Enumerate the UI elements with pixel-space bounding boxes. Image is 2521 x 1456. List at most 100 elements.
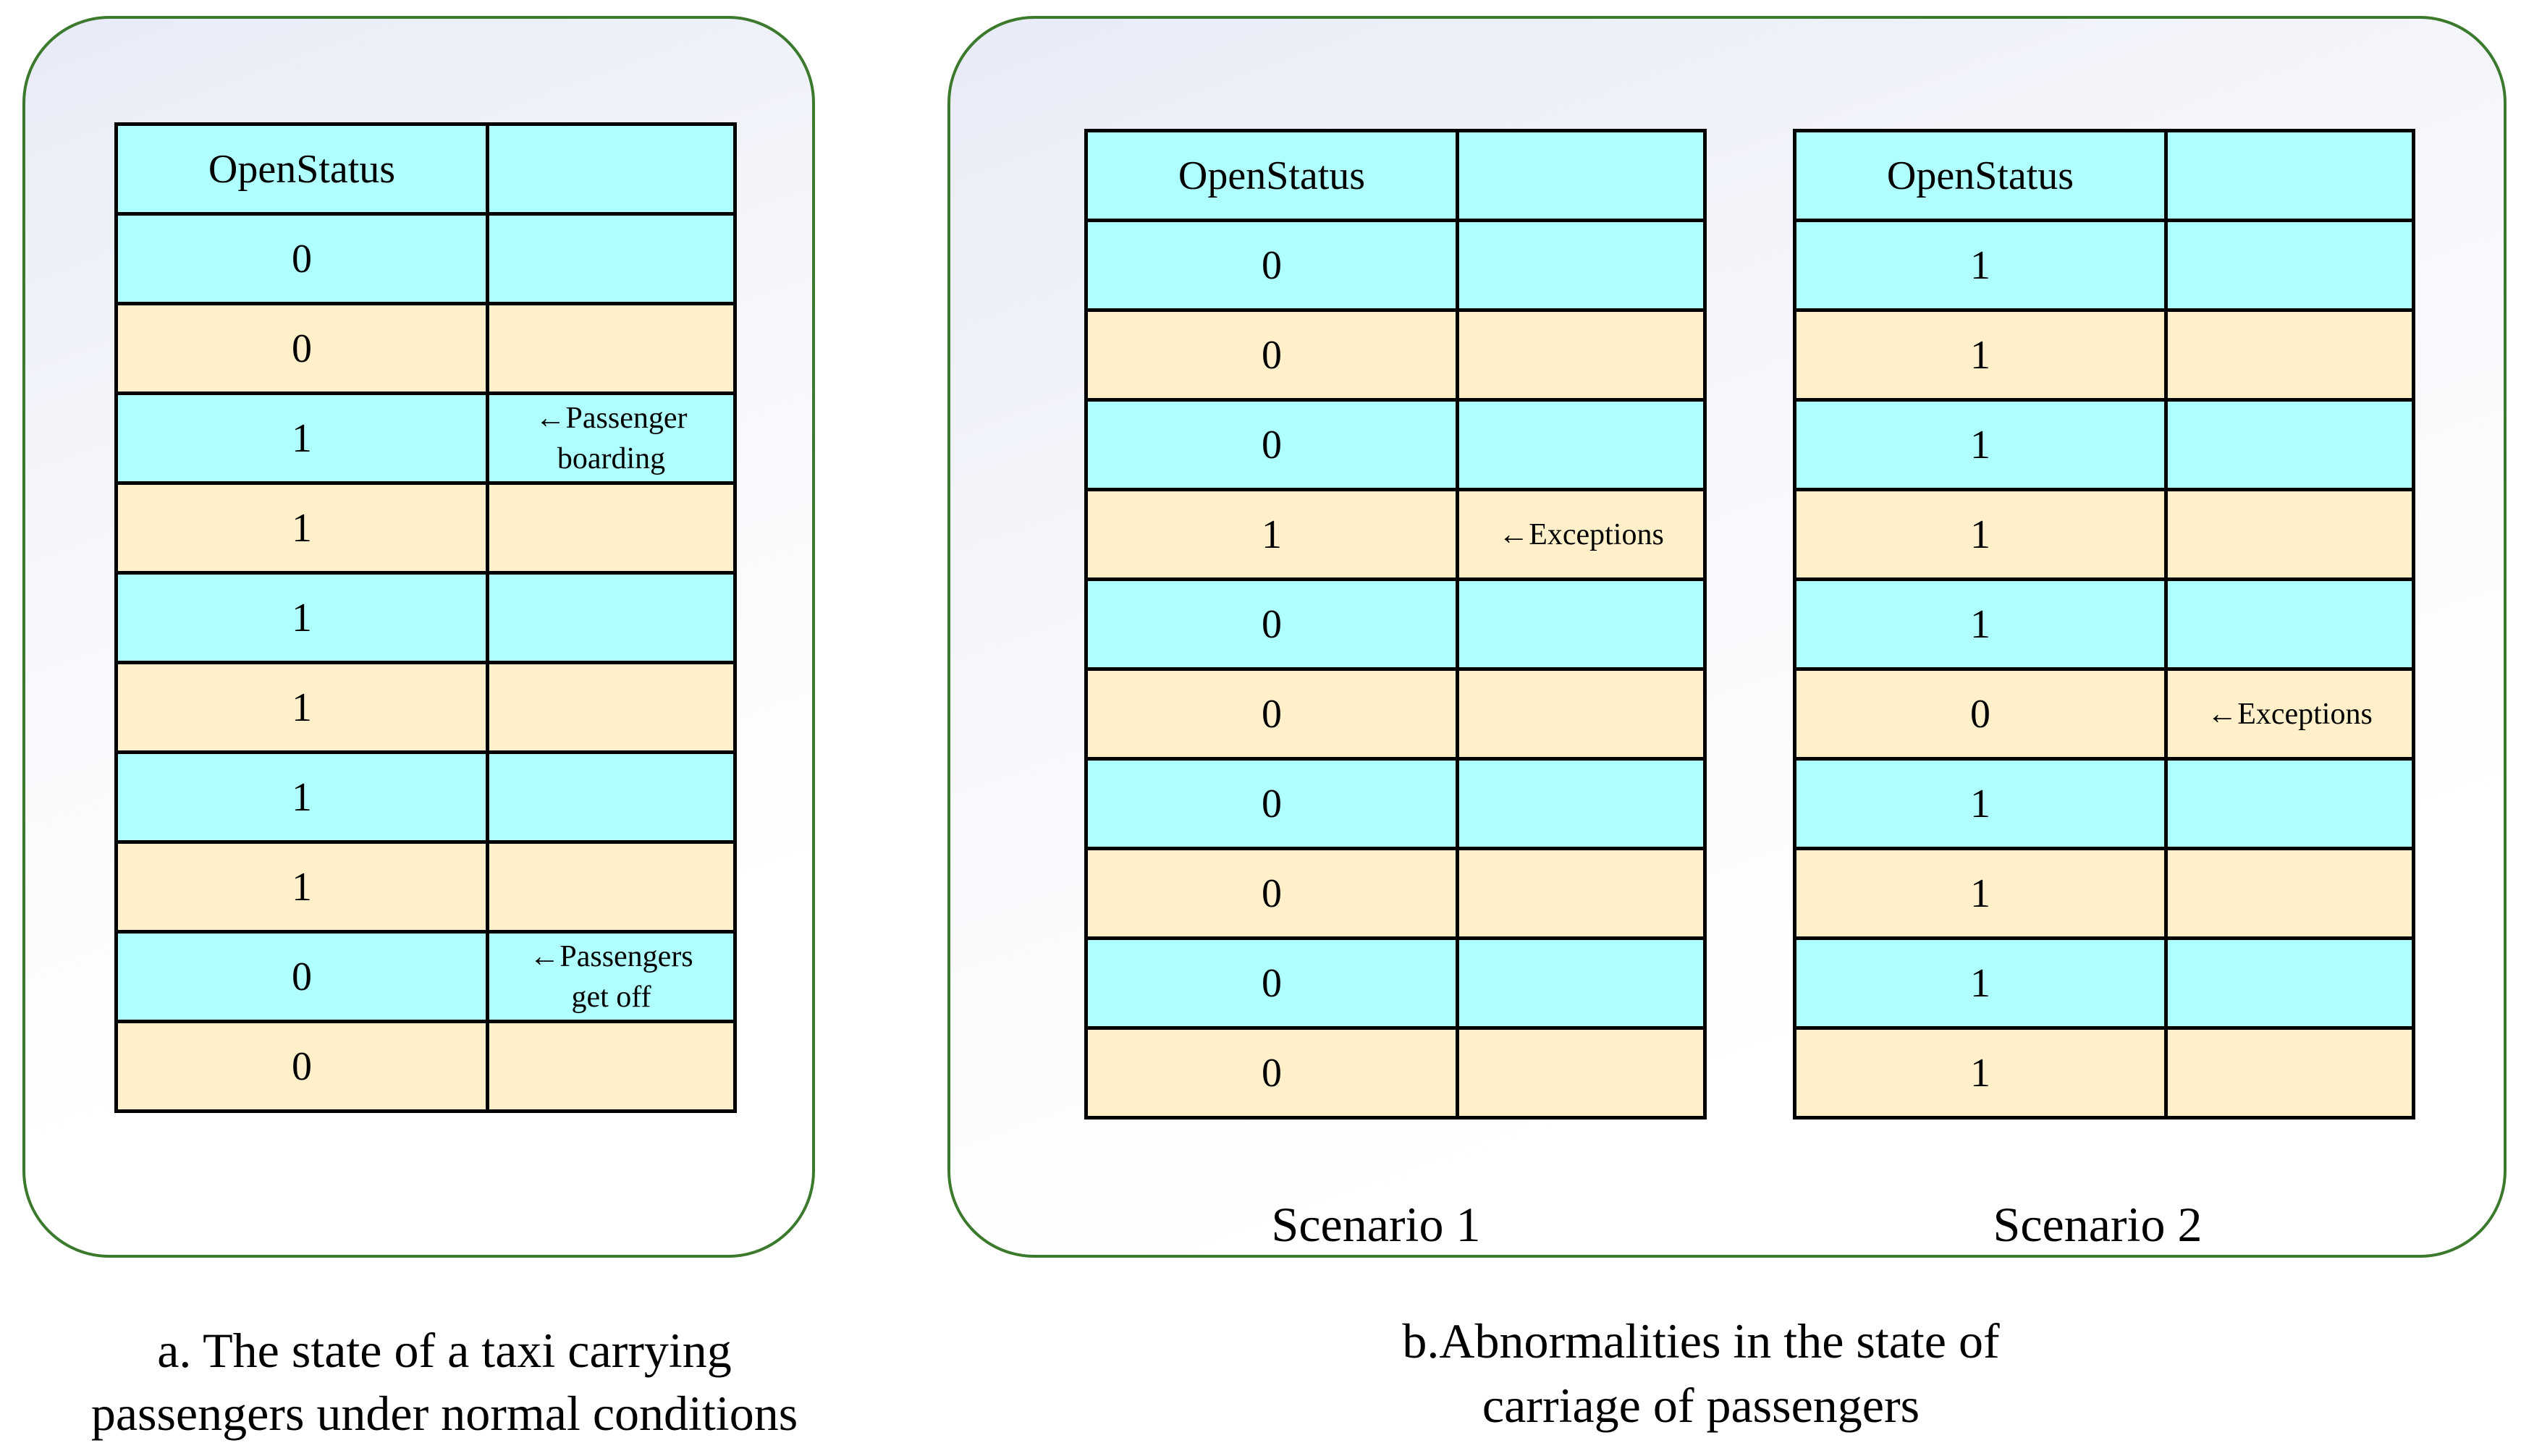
header-empty <box>1456 129 1707 222</box>
status-note <box>2164 219 2415 312</box>
note-line: ←Exceptions <box>1498 517 1664 551</box>
table-row: 1 ←Exceptions <box>1084 488 1707 581</box>
note-line: ←Passengers <box>529 939 693 973</box>
note-line: ←Passenger <box>535 401 688 435</box>
status-note <box>2164 488 2415 581</box>
table-row: 0 ←Exceptions <box>1793 667 2415 761</box>
table-row: 1 <box>114 840 737 934</box>
status-note <box>486 571 737 664</box>
status-note: ←Exceptions <box>2164 667 2415 761</box>
status-value: 1 <box>1793 757 2168 850</box>
status-value: 1 <box>1793 398 2168 491</box>
status-note <box>1456 757 1707 850</box>
status-note <box>2164 308 2415 402</box>
table-row: 0 <box>114 212 737 305</box>
scenario-1-label: Scenario 1 <box>1271 1197 1481 1252</box>
caption-a-line1: a. The state of a taxi carrying <box>157 1323 732 1378</box>
status-value: 0 <box>1084 1026 1459 1119</box>
status-value: 1 <box>114 661 489 754</box>
table-row: 1 <box>1793 577 2415 671</box>
scenario-2-label: Scenario 2 <box>1993 1197 2203 1252</box>
table-row: 1 <box>1793 398 2415 491</box>
table-row: 0 <box>1084 757 1707 850</box>
status-note <box>1456 398 1707 491</box>
status-note <box>2164 847 2415 940</box>
status-value: 1 <box>1793 219 2168 312</box>
status-note <box>486 212 737 305</box>
table-row: 0 <box>1084 308 1707 402</box>
status-note: ←Passenger boarding <box>486 391 737 485</box>
table-row: 0 <box>1084 667 1707 761</box>
status-note <box>1456 667 1707 761</box>
status-note <box>2164 577 2415 671</box>
table-row: 0 ←Passengers get off <box>114 930 737 1023</box>
table-row: 1 <box>1793 219 2415 312</box>
status-note: ←Exceptions <box>1456 488 1707 581</box>
table-row: 1 <box>1793 1026 2415 1119</box>
status-note <box>486 302 737 395</box>
status-value: 0 <box>1084 219 1459 312</box>
note-line: ←Exceptions <box>2207 697 2373 731</box>
status-value: 0 <box>1084 577 1459 671</box>
table-row: 1 <box>1793 847 2415 940</box>
table-row: 1 <box>1793 936 2415 1030</box>
note-line: get off <box>571 980 651 1014</box>
header-row: OpenStatus <box>1084 129 1707 222</box>
status-note <box>1456 577 1707 671</box>
status-value: 0 <box>114 1020 489 1113</box>
header-empty <box>486 122 737 216</box>
status-value: 1 <box>114 840 489 934</box>
header-row: OpenStatus <box>1793 129 2415 222</box>
status-note <box>1456 219 1707 312</box>
status-note <box>486 661 737 754</box>
status-note <box>486 750 737 844</box>
header-openstatus: OpenStatus <box>114 122 489 216</box>
status-value: 1 <box>1793 577 2168 671</box>
status-value: 0 <box>114 302 489 395</box>
status-value: 0 <box>1084 398 1459 491</box>
status-note <box>486 1020 737 1113</box>
table-row: 1 <box>114 571 737 664</box>
caption-a-line2: passengers under normal conditions <box>90 1386 798 1441</box>
table-row: 1 <box>1793 757 2415 850</box>
status-value: 1 <box>1793 1026 2168 1119</box>
note-line: boarding <box>557 441 666 475</box>
caption-b-line2: carriage of passengers <box>1482 1378 1920 1433</box>
status-value: 0 <box>1084 847 1459 940</box>
status-value: 1 <box>1793 847 2168 940</box>
status-value: 1 <box>1793 308 2168 402</box>
status-note <box>1456 847 1707 940</box>
status-note <box>2164 398 2415 491</box>
status-value: 1 <box>1084 488 1459 581</box>
status-value: 0 <box>1793 667 2168 761</box>
table-row: 0 <box>1084 936 1707 1030</box>
status-note <box>2164 757 2415 850</box>
status-value: 0 <box>1084 667 1459 761</box>
status-value: 0 <box>114 212 489 305</box>
status-value: 1 <box>114 750 489 844</box>
table-row: 1 <box>114 750 737 844</box>
table-row: 0 <box>1084 577 1707 671</box>
table-row: 1 <box>114 661 737 754</box>
status-value: 1 <box>114 571 489 664</box>
status-value: 1 <box>114 481 489 575</box>
status-note <box>2164 936 2415 1030</box>
status-note <box>2164 1026 2415 1119</box>
header-openstatus: OpenStatus <box>1084 129 1459 222</box>
table-row: 0 <box>114 302 737 395</box>
status-value: 0 <box>1084 936 1459 1030</box>
table-row: 0 <box>114 1020 737 1113</box>
table-row: 0 <box>1084 1026 1707 1119</box>
header-row: OpenStatus <box>114 122 737 216</box>
status-value: 0 <box>1084 308 1459 402</box>
header-openstatus: OpenStatus <box>1793 129 2168 222</box>
status-note <box>1456 936 1707 1030</box>
status-note <box>1456 1026 1707 1119</box>
status-note: ←Passengers get off <box>486 930 737 1023</box>
table-row: 1 <box>1793 308 2415 402</box>
status-value: 0 <box>114 930 489 1023</box>
